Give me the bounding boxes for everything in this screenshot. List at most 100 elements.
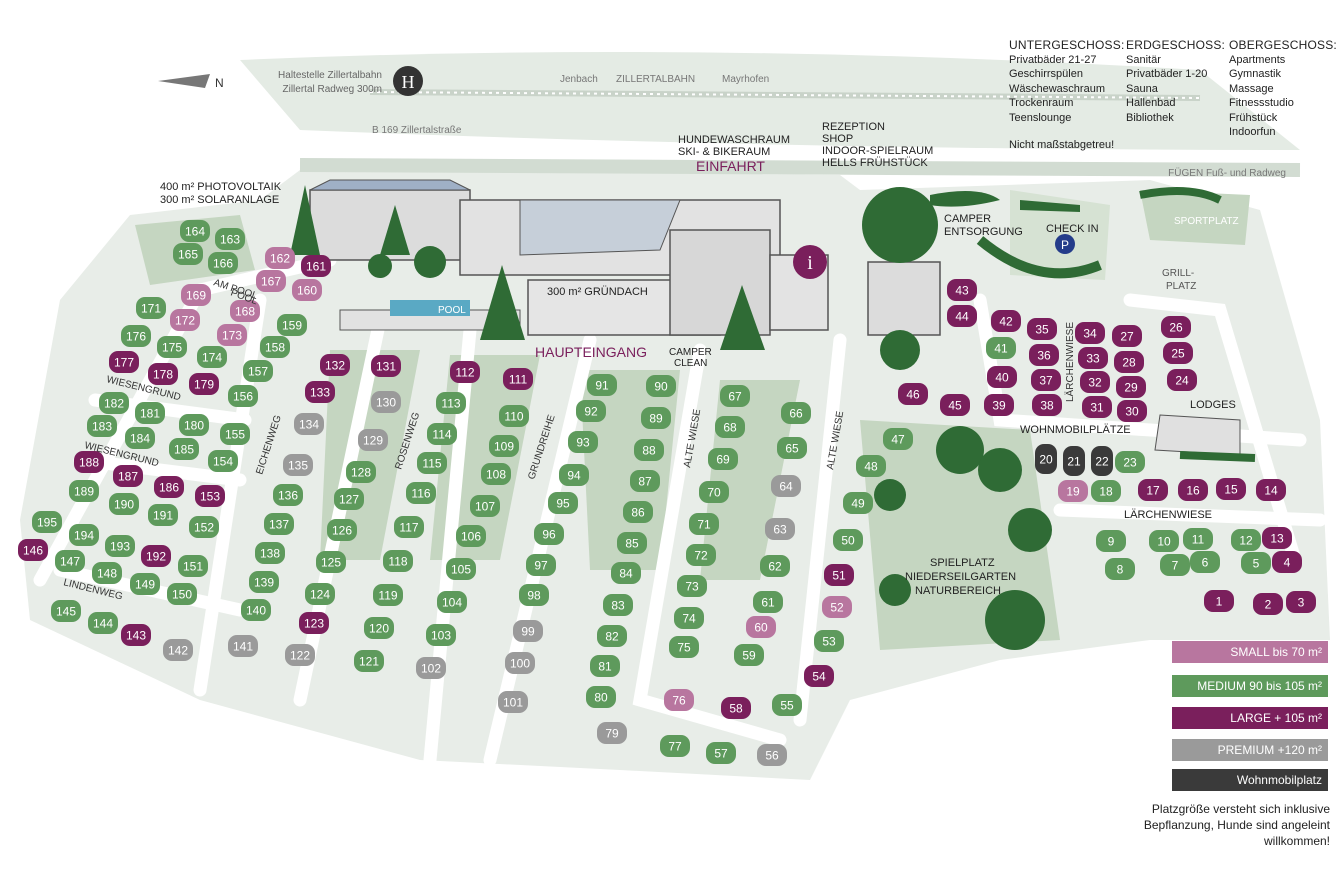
pitch-91[interactable]: 91 [587,374,617,396]
pitch-136[interactable]: 136 [273,484,303,506]
pitch-94[interactable]: 94 [559,464,589,486]
pitch-113[interactable]: 113 [436,392,466,414]
pitch-126[interactable]: 126 [327,519,357,541]
pitch-54[interactable]: 54 [804,665,834,687]
pitch-120[interactable]: 120 [364,617,394,639]
pitch-25[interactable]: 25 [1163,342,1193,364]
pitch-152[interactable]: 152 [189,516,219,538]
pitch-56[interactable]: 56 [757,744,787,766]
pitch-12[interactable]: 12 [1231,529,1261,551]
pitch-144[interactable]: 144 [88,612,118,634]
pitch-23[interactable]: 23 [1115,451,1145,473]
pitch-17[interactable]: 17 [1138,479,1168,501]
pitch-175[interactable]: 175 [157,336,187,358]
pitch-21[interactable]: 21 [1063,446,1085,476]
pitch-73[interactable]: 73 [677,575,707,597]
pitch-125[interactable]: 125 [316,551,346,573]
pitch-77[interactable]: 77 [660,735,690,757]
pitch-106[interactable]: 106 [456,525,486,547]
pitch-35[interactable]: 35 [1027,318,1057,340]
pitch-123[interactable]: 123 [299,612,329,634]
pitch-134[interactable]: 134 [294,413,324,435]
pitch-63[interactable]: 63 [765,518,795,540]
pitch-115[interactable]: 115 [417,452,447,474]
pitch-173[interactable]: 173 [217,324,247,346]
pitch-163[interactable]: 163 [215,228,245,250]
info-icon[interactable] [793,245,827,279]
pitch-132[interactable]: 132 [320,354,350,376]
pitch-62[interactable]: 62 [760,555,790,577]
pitch-102[interactable]: 102 [416,657,446,679]
pitch-124[interactable]: 124 [305,583,335,605]
pitch-3[interactable]: 3 [1286,591,1316,613]
pitch-5[interactable]: 5 [1241,552,1271,574]
pitch-139[interactable]: 139 [249,571,279,593]
pitch-58[interactable]: 58 [721,697,751,719]
pitch-183[interactable]: 183 [87,415,117,437]
pitch-178[interactable]: 178 [148,363,178,385]
pitch-89[interactable]: 89 [641,407,671,429]
pitch-6[interactable]: 6 [1190,551,1220,573]
pitch-159[interactable]: 159 [277,314,307,336]
pitch-103[interactable]: 103 [426,624,456,646]
pitch-87[interactable]: 87 [630,470,660,492]
pitch-195[interactable]: 195 [32,511,62,533]
pitch-59[interactable]: 59 [734,644,764,666]
pitch-104[interactable]: 104 [437,591,467,613]
pitch-41[interactable]: 41 [986,337,1016,359]
pitch-69[interactable]: 69 [708,448,738,470]
pitch-34[interactable]: 34 [1075,322,1105,344]
pitch-171[interactable]: 171 [136,297,166,319]
pitch-186[interactable]: 186 [154,476,184,498]
pitch-135[interactable]: 135 [283,454,313,476]
pitch-29[interactable]: 29 [1116,376,1146,398]
pitch-4[interactable]: 4 [1272,551,1302,573]
pitch-95[interactable]: 95 [548,492,578,514]
pitch-129[interactable]: 129 [358,429,388,451]
pitch-119[interactable]: 119 [373,584,403,606]
pitch-26[interactable]: 26 [1161,316,1191,338]
pitch-112[interactable]: 112 [450,361,480,383]
pitch-65[interactable]: 65 [777,437,807,459]
pitch-177[interactable]: 177 [109,351,139,373]
pitch-114[interactable]: 114 [427,423,457,445]
pitch-105[interactable]: 105 [446,558,476,580]
pitch-57[interactable]: 57 [706,742,736,764]
pitch-180[interactable]: 180 [179,414,209,436]
pitch-90[interactable]: 90 [646,375,676,397]
pitch-154[interactable]: 154 [208,450,238,472]
pitch-39[interactable]: 39 [984,394,1014,416]
pitch-155[interactable]: 155 [220,423,250,445]
pitch-37[interactable]: 37 [1031,369,1061,391]
pitch-40[interactable]: 40 [987,366,1017,388]
pitch-179[interactable]: 179 [189,373,219,395]
pitch-111[interactable]: 111 [503,368,533,390]
pitch-187[interactable]: 187 [113,465,143,487]
pitch-193[interactable]: 193 [105,535,135,557]
pitch-49[interactable]: 49 [843,492,873,514]
pitch-122[interactable]: 122 [285,644,315,666]
pitch-162[interactable]: 162 [265,247,295,269]
pitch-101[interactable]: 101 [498,691,528,713]
pitch-51[interactable]: 51 [824,564,854,586]
pitch-42[interactable]: 42 [991,310,1021,332]
pitch-8[interactable]: 8 [1105,558,1135,580]
pitch-188[interactable]: 188 [74,451,104,473]
pitch-142[interactable]: 142 [163,639,193,661]
pitch-11[interactable]: 11 [1183,528,1213,550]
pitch-61[interactable]: 61 [753,591,783,613]
pitch-47[interactable]: 47 [883,428,913,450]
pitch-55[interactable]: 55 [772,694,802,716]
pitch-2[interactable]: 2 [1253,593,1283,615]
pitch-150[interactable]: 150 [167,583,197,605]
pitch-50[interactable]: 50 [833,529,863,551]
pitch-147[interactable]: 147 [55,550,85,572]
pitch-127[interactable]: 127 [334,488,364,510]
pitch-130[interactable]: 130 [371,391,401,413]
pitch-109[interactable]: 109 [489,435,519,457]
pitch-100[interactable]: 100 [505,652,535,674]
pitch-184[interactable]: 184 [125,427,155,449]
pitch-167[interactable]: 167 [256,270,286,292]
pitch-157[interactable]: 157 [243,360,273,382]
pitch-82[interactable]: 82 [597,625,627,647]
